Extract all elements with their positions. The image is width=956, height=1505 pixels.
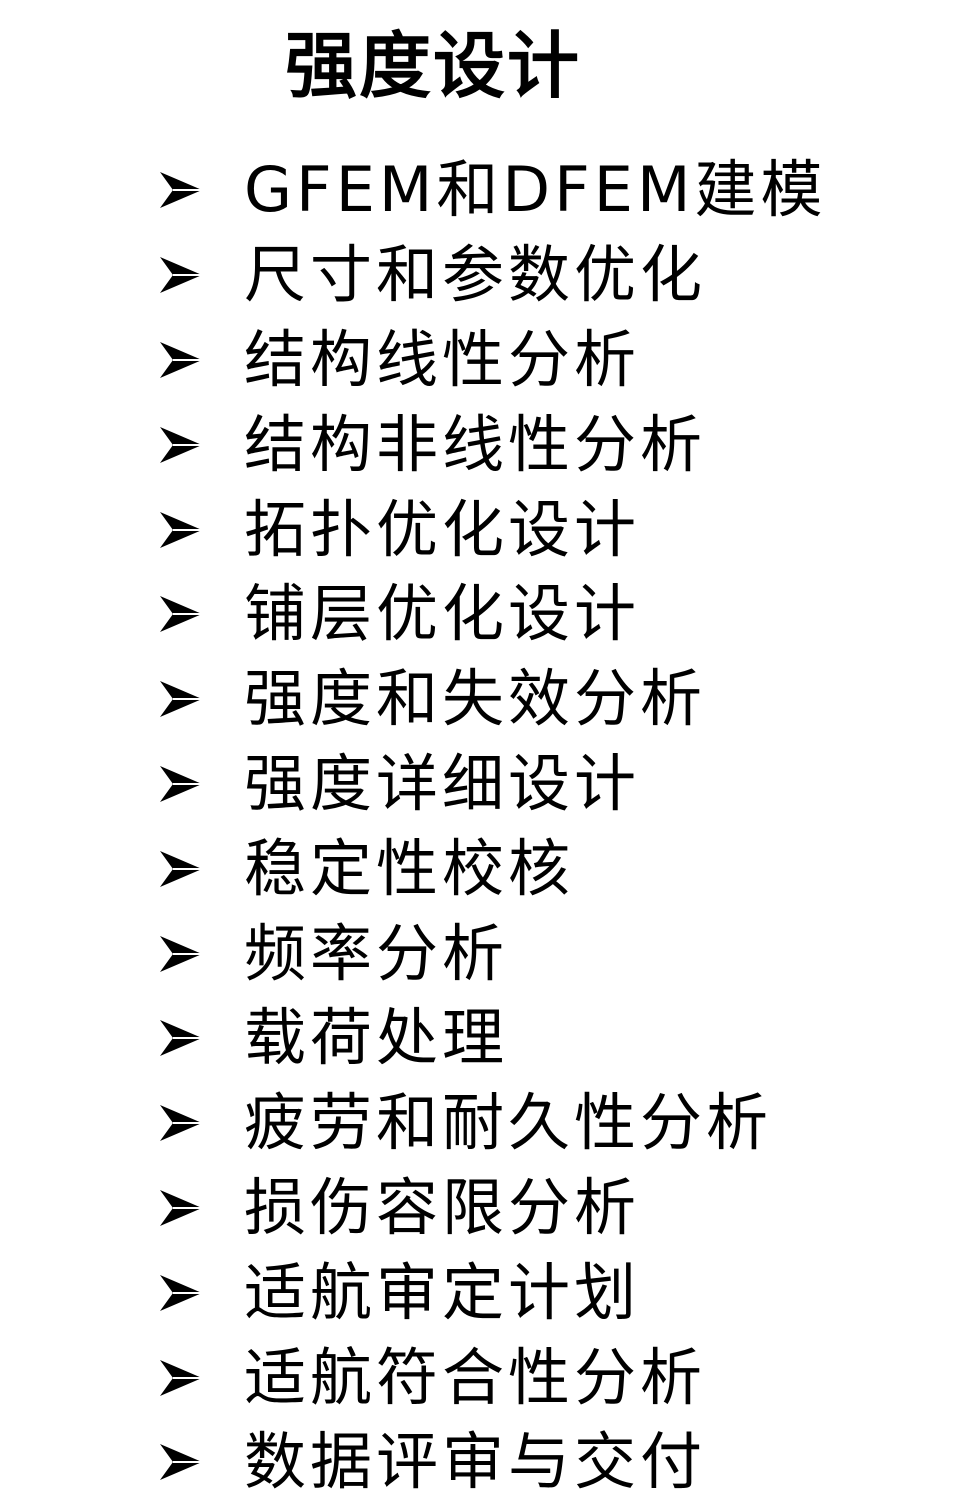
arrowhead-bullet-icon [158,510,244,550]
arrowhead-bullet-icon [158,170,244,210]
list-item: 数据评审与交付 [158,1420,826,1505]
list-item-text: 损伤容限分析 [244,1170,641,1244]
arrowhead-bullet-icon [158,1358,244,1398]
list-item-text: 铺层优化设计 [244,577,641,651]
list-item: 疲劳和耐久性分析 [158,1081,826,1166]
list-item-text: 适航审定计划 [244,1255,641,1329]
list-item: 铺层优化设计 [158,572,826,657]
arrowhead-bullet-icon [158,594,244,634]
arrowhead-bullet-icon [158,255,244,295]
list-item: 结构非线性分析 [158,402,826,487]
page-title: 强度设计 [285,24,582,108]
list-item-text: 稳定性校核 [244,831,575,905]
list-item-text: 疲劳和耐久性分析 [244,1086,773,1160]
list-item-text: 强度详细设计 [244,746,641,820]
arrowhead-bullet-icon [158,849,244,889]
list-item-text: GFEM和DFEM建模 [244,153,827,227]
arrowhead-bullet-icon [158,425,244,465]
list-item: 稳定性校核 [158,826,826,911]
list-item: 适航符合性分析 [158,1335,826,1420]
list-item: 强度和失效分析 [158,657,826,742]
list-item-text: 结构线性分析 [244,322,641,396]
list-item: 载荷处理 [158,996,826,1081]
arrowhead-bullet-icon [158,1273,244,1313]
list-item-text: 数据评审与交付 [244,1425,707,1499]
list-item: 结构线性分析 [158,318,826,403]
list-item-text: 频率分析 [244,916,509,990]
list-item-text: 强度和失效分析 [244,662,707,736]
list-item: 频率分析 [158,911,826,996]
arrowhead-bullet-icon [158,1103,244,1143]
arrowhead-bullet-icon [158,934,244,974]
arrowhead-bullet-icon [158,1442,244,1482]
list-item: 强度详细设计 [158,742,826,827]
list-item-text: 结构非线性分析 [244,407,707,481]
list-item: 损伤容限分析 [158,1166,826,1251]
list-item-text: 尺寸和参数优化 [244,238,707,312]
arrowhead-bullet-icon [158,340,244,380]
arrowhead-bullet-icon [158,679,244,719]
topic-list: GFEM和DFEM建模 尺寸和参数优化 结构线性分析 结构非线性分析 拓扑优化设… [158,148,826,1505]
list-item-text: 拓扑优化设计 [244,492,641,566]
list-item-text: 载荷处理 [244,1001,509,1075]
arrowhead-bullet-icon [158,1018,244,1058]
arrowhead-bullet-icon [158,1188,244,1228]
list-item: 适航审定计划 [158,1250,826,1335]
list-item: 拓扑优化设计 [158,487,826,572]
list-item: 尺寸和参数优化 [158,233,826,318]
list-item: GFEM和DFEM建模 [158,148,826,233]
arrowhead-bullet-icon [158,764,244,804]
list-item-text: 适航符合性分析 [244,1340,707,1414]
